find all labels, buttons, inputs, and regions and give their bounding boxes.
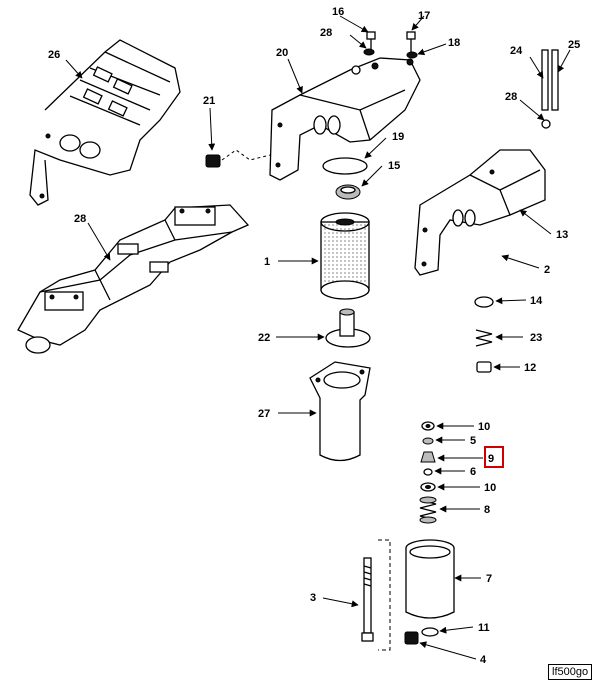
washer-10-top xyxy=(421,421,435,431)
callout-2: 2 xyxy=(544,264,550,276)
callout-21: 18 xyxy=(448,37,460,49)
stud-25 xyxy=(541,49,549,111)
callout-28-top: 28 xyxy=(320,27,332,39)
part-20-filter-base xyxy=(269,57,421,181)
callout-20: 20 xyxy=(276,47,288,59)
stud-26 xyxy=(551,49,559,111)
spring-8 xyxy=(419,496,437,524)
callout-4: 4 xyxy=(480,654,487,666)
nut-4 xyxy=(404,631,419,645)
callout-8: 8 xyxy=(484,504,490,516)
callout-17: 16 xyxy=(332,6,344,18)
filter-housing-23 xyxy=(309,361,371,462)
o-ring-19 xyxy=(322,157,368,175)
callout-28-right: 28 xyxy=(505,91,517,103)
standpipe-24 xyxy=(325,308,371,348)
callout-16: 15 xyxy=(388,160,400,172)
washer-28-top xyxy=(363,48,375,56)
seal-16 xyxy=(335,184,361,200)
figure-code-label: lf500go xyxy=(548,664,593,680)
spring-15 xyxy=(475,329,493,347)
plug-14 xyxy=(476,361,492,373)
callout-15: 23 xyxy=(530,332,542,344)
callout-28-left: 28 xyxy=(74,213,86,225)
callout-10-top: 10 xyxy=(478,421,490,433)
washer-11 xyxy=(421,627,439,637)
part-12-filter-base xyxy=(414,149,546,276)
callout-labels: 16 17 28 18 20 24 25 28 26 21 19 15 28 1… xyxy=(48,6,580,666)
callout-14: 12 xyxy=(524,362,536,374)
callout-24: 22 xyxy=(258,332,270,344)
highlight-box-callout-9 xyxy=(484,446,504,468)
callout-12: 13 xyxy=(556,229,568,241)
callout-5: 5 xyxy=(470,435,476,447)
callout-13: 14 xyxy=(530,295,543,307)
callout-10-bottom: 10 xyxy=(484,482,496,494)
part-27-manifold xyxy=(29,39,181,206)
callout-27: 26 xyxy=(48,49,60,61)
part-28-exhaust-manifold xyxy=(17,204,250,354)
callout-18: 17 xyxy=(418,10,430,22)
callout-1: 1 xyxy=(264,256,270,268)
washer-21 xyxy=(406,51,418,59)
cap-13 xyxy=(474,296,494,308)
valve-9 xyxy=(420,451,436,463)
nut-22 xyxy=(205,149,271,168)
bolt-18 xyxy=(406,31,416,52)
washer-6 xyxy=(423,468,433,476)
callout-19: 19 xyxy=(392,131,404,143)
callout-26: 25 xyxy=(568,39,580,51)
canister-7 xyxy=(405,539,455,619)
callout-22: 21 xyxy=(203,95,215,107)
leader-lines xyxy=(65,15,571,660)
callout-23: 27 xyxy=(258,408,270,420)
washer-10-bottom xyxy=(420,482,436,492)
callout-25: 24 xyxy=(510,45,523,57)
callout-7: 7 xyxy=(486,573,492,585)
filter-element-1 xyxy=(320,212,370,300)
bolt-17 xyxy=(366,31,376,50)
washer-28-right xyxy=(541,119,551,129)
bolt-3 xyxy=(361,539,391,651)
callout-6: 6 xyxy=(470,466,476,478)
callout-9: 9 xyxy=(488,453,494,465)
callout-3: 3 xyxy=(310,592,316,604)
washer-5 xyxy=(422,437,434,445)
callout-11: 11 xyxy=(478,622,490,634)
